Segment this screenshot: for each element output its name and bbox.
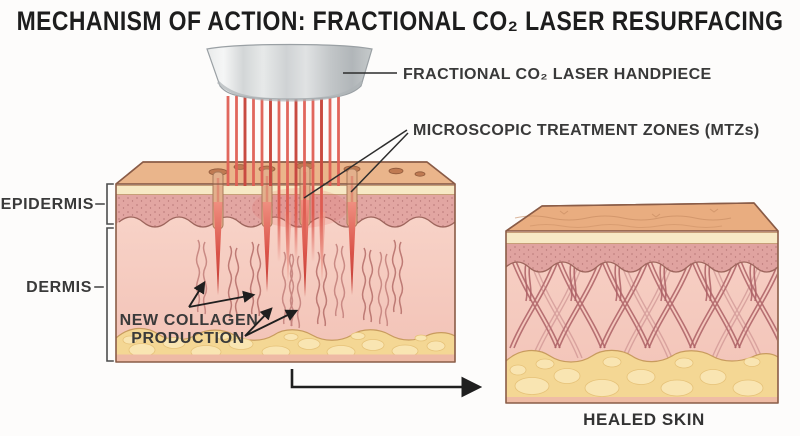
healed-stratum-corneum-strip <box>505 232 779 244</box>
dermis-bracket <box>106 227 114 362</box>
epidermis-bracket <box>106 183 114 225</box>
treated-skin-block <box>115 161 456 363</box>
handpiece-callout: FRACTIONAL CO₂ LASER HANDPIECE <box>343 66 712 83</box>
new-collagen-arrow-1 <box>188 280 206 308</box>
mtz-label: MICROSCOPIC TREATMENT ZONES (MTZs) <box>413 122 760 139</box>
laser-handpiece <box>206 43 373 102</box>
epidermis-callout: EPIDERMIS <box>1 183 114 225</box>
fat-layer <box>115 327 456 362</box>
dermis-callout: DERMIS <box>26 227 114 362</box>
healed-epidermis-layer <box>505 244 779 273</box>
new-collagen-arrow-3 <box>244 307 273 337</box>
new-collagen-callout: NEW COLLAGEN PRODUCTION <box>120 280 299 347</box>
new-collagen-label-line1: NEW COLLAGEN <box>120 312 259 329</box>
healed-skin-block <box>505 202 779 404</box>
dermis-label: DERMIS <box>26 279 92 296</box>
laser-beams <box>226 96 340 262</box>
new-collagen-arrow-2 <box>188 290 256 308</box>
mtz-pointer-line-2 <box>350 132 409 193</box>
healed-fat-layer <box>505 349 779 403</box>
page-title: MECHANISM OF ACTION: FRACTIONAL CO₂ LASE… <box>17 6 784 36</box>
handpiece-label: FRACTIONAL CO₂ LASER HANDPIECE <box>403 66 712 83</box>
mtz-callout: MICROSCOPIC TREATMENT ZONES (MTZs) <box>303 122 760 199</box>
new-collagen-label-line2: PRODUCTION <box>131 330 245 347</box>
epidermis-label: EPIDERMIS <box>1 196 94 213</box>
new-collagen-arrow-4 <box>244 309 299 337</box>
healed-skin-label: HEALED SKIN <box>583 410 705 429</box>
healing-flow-arrow <box>290 369 483 398</box>
mtz-pointer-line-1 <box>303 129 408 199</box>
